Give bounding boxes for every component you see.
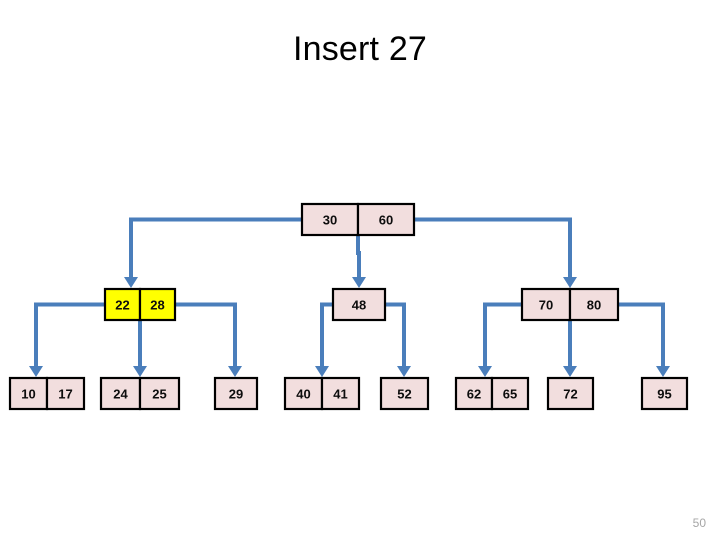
arrowhead — [228, 366, 242, 377]
node-key-label: 48 — [352, 298, 366, 313]
node-key-label: 41 — [333, 387, 347, 402]
node-cell[interactable] — [138, 376, 181, 411]
node-key-label: 80 — [587, 298, 601, 313]
node-key-label: 95 — [657, 387, 671, 402]
node-key-label: 72 — [563, 387, 577, 402]
page-number: 50 — [692, 516, 706, 530]
node-layer: 30 60 22 28 48 70 80 10 17 24 25 29 40 41 52 62 65 72 95 — [8, 202, 689, 411]
btree-node[interactable]: 10 17 — [8, 376, 86, 411]
tree-connector — [618, 302, 670, 377]
node-cell[interactable] — [379, 376, 430, 411]
tree-connector — [29, 302, 105, 377]
node-key-label: 28 — [150, 298, 164, 313]
btree-node[interactable]: 24 25 — [99, 376, 181, 411]
node-key-label: 22 — [115, 298, 129, 313]
connector-layer — [29, 217, 670, 377]
page-title: Insert 27 — [292, 30, 428, 68]
btree-node[interactable]: 30 60 — [300, 202, 416, 237]
btree-node[interactable]: 62 65 — [454, 376, 530, 411]
arrowhead — [656, 366, 670, 377]
btree-node[interactable]: 70 80 — [520, 287, 620, 322]
node-cell[interactable] — [99, 376, 142, 411]
btree-node[interactable]: 29 — [213, 376, 259, 411]
arrowhead — [29, 366, 43, 377]
tree-connector — [315, 302, 333, 377]
node-cell[interactable] — [546, 376, 595, 411]
node-key-label: 60 — [379, 213, 393, 228]
node-key-label: 24 — [113, 387, 128, 402]
btree-node[interactable]: 22 28 — [103, 287, 177, 322]
node-cell[interactable] — [331, 287, 387, 322]
node-key-label: 17 — [58, 387, 72, 402]
arrowhead — [315, 366, 329, 377]
arrowhead — [124, 277, 138, 288]
node-key-label: 65 — [503, 387, 517, 402]
btree-node[interactable]: 72 — [546, 376, 595, 411]
node-cell[interactable] — [356, 202, 416, 237]
tree-connector — [385, 302, 411, 377]
node-cell[interactable] — [8, 376, 49, 411]
tree-connector — [414, 217, 577, 288]
node-key-label: 25 — [152, 387, 166, 402]
tree-connector — [175, 302, 242, 377]
arrowhead — [133, 366, 147, 377]
arrowhead — [563, 277, 577, 288]
node-cell[interactable] — [568, 287, 620, 322]
node-cell[interactable] — [640, 376, 689, 411]
node-cell[interactable] — [520, 287, 572, 322]
node-key-label: 62 — [467, 387, 481, 402]
btree-node[interactable]: 40 41 — [283, 376, 361, 411]
node-key-label: 29 — [229, 387, 243, 402]
node-key-label: 52 — [397, 387, 411, 402]
tree-connector — [478, 302, 522, 377]
arrowhead — [563, 366, 577, 377]
tree-connector — [133, 320, 147, 377]
arrowhead — [397, 366, 411, 377]
node-cell[interactable] — [45, 376, 86, 411]
arrowhead — [478, 366, 492, 377]
node-cell[interactable] — [138, 287, 177, 322]
node-key-label: 70 — [539, 298, 553, 313]
node-key-label: 40 — [296, 387, 310, 402]
node-cell[interactable] — [283, 376, 324, 411]
arrowhead — [352, 277, 366, 288]
node-key-label: 10 — [21, 387, 35, 402]
node-key-label: 30 — [323, 213, 337, 228]
tree-connector — [352, 235, 366, 288]
node-cell[interactable] — [213, 376, 259, 411]
node-cell[interactable] — [320, 376, 361, 411]
btree-node[interactable]: 52 — [379, 376, 430, 411]
btree-node[interactable]: 95 — [640, 376, 689, 411]
tree-connector — [563, 320, 577, 377]
btree-node[interactable]: 48 — [331, 287, 387, 322]
tree-connector — [124, 217, 302, 288]
node-cell[interactable] — [300, 202, 360, 237]
node-cell[interactable] — [490, 376, 530, 411]
